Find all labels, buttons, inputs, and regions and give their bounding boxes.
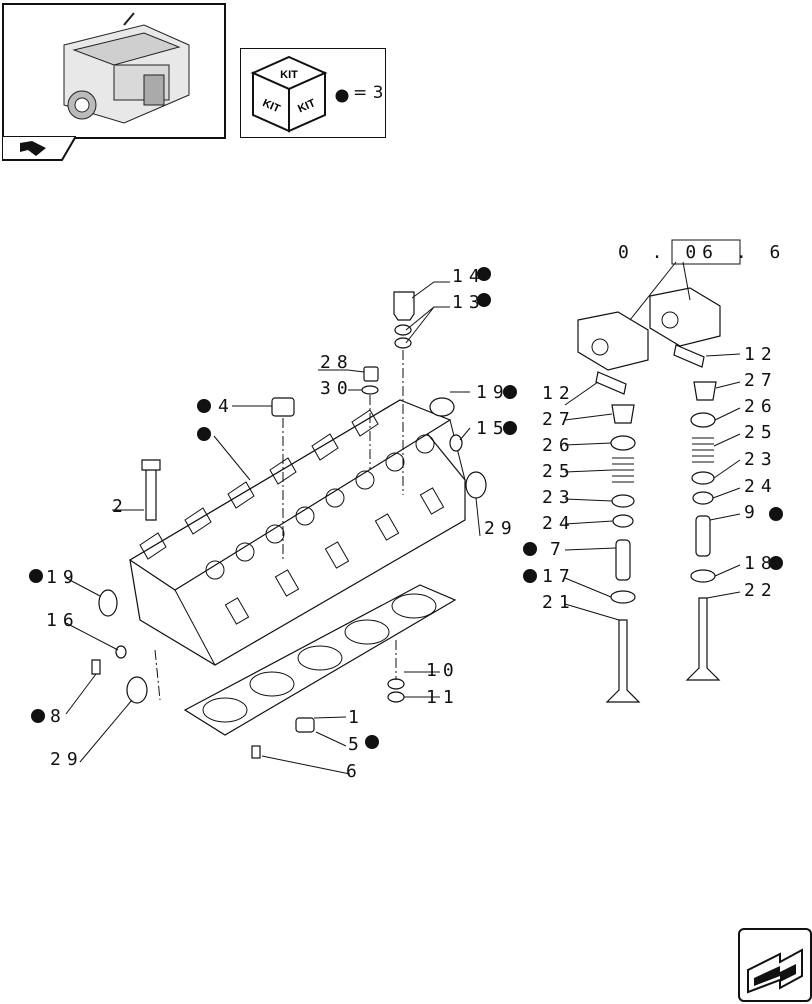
callout-25-right: 25 bbox=[744, 422, 778, 443]
callout-28: 28 bbox=[320, 352, 354, 373]
callout-11: 11 bbox=[426, 687, 460, 708]
callout-labels: 14 13 28 30 4 19 15 2 29 19 16 8 29 10 1… bbox=[46, 266, 778, 782]
callout-29-right: 29 bbox=[484, 518, 518, 539]
callout-8: 8 bbox=[50, 706, 67, 727]
bolt-2 bbox=[141, 459, 161, 521]
valve-train-right bbox=[649, 287, 721, 681]
bullet-icon bbox=[335, 89, 349, 103]
kit-top-label: KIT bbox=[280, 69, 298, 81]
next-page-button[interactable] bbox=[738, 928, 812, 1002]
callout-25-left: 25 bbox=[542, 461, 576, 482]
callout-12-right: 12 bbox=[744, 344, 778, 365]
callout-19-top: 19 bbox=[476, 382, 510, 403]
seal-15 bbox=[449, 434, 463, 452]
washer-30 bbox=[361, 385, 379, 395]
injector-sleeve-14 bbox=[393, 291, 415, 321]
callout-13: 13 bbox=[452, 292, 486, 313]
callout-5: 5 bbox=[348, 734, 365, 755]
callout-14: 14 bbox=[452, 266, 486, 287]
plug-29-right bbox=[465, 471, 487, 499]
ring-16 bbox=[115, 645, 127, 659]
book-ribbon-icon[interactable] bbox=[1, 135, 78, 162]
plug-10 bbox=[387, 678, 405, 690]
next-page-arrow-icon bbox=[747, 948, 803, 994]
callout-15: 15 bbox=[476, 418, 510, 439]
callout-1: 1 bbox=[348, 707, 365, 728]
callout-9: 9 bbox=[744, 502, 761, 523]
callout-7: 7 bbox=[550, 539, 567, 560]
callout-27-right: 27 bbox=[744, 370, 778, 391]
cylinder-head bbox=[128, 399, 466, 666]
callout-29-left: 29 bbox=[50, 749, 84, 770]
callout-10: 10 bbox=[426, 660, 460, 681]
callout-26-left: 26 bbox=[542, 435, 576, 456]
plug-29-left bbox=[126, 676, 148, 704]
reference-text: 0 . 06 . 6 bbox=[618, 242, 786, 263]
reference-label[interactable]: 0 . 06 . 6 bbox=[618, 239, 786, 265]
callout-22: 22 bbox=[744, 580, 778, 601]
callout-16: 16 bbox=[46, 610, 80, 631]
bush-5 bbox=[295, 717, 315, 733]
engine-thumbnail[interactable] bbox=[2, 3, 226, 139]
bush-4 bbox=[271, 397, 295, 417]
callout-17: 17 bbox=[542, 566, 576, 587]
kit-cube-icon: KIT KIT KIT bbox=[250, 55, 328, 133]
callout-27-left: 27 bbox=[542, 409, 576, 430]
callout-26-right: 26 bbox=[744, 396, 778, 417]
plug-28 bbox=[363, 366, 379, 382]
seal-19-top bbox=[429, 397, 455, 417]
callout-21: 21 bbox=[542, 592, 576, 613]
callout-30: 30 bbox=[320, 378, 354, 399]
callout-6: 6 bbox=[346, 761, 363, 782]
dowel-6 bbox=[251, 745, 261, 759]
screw-8 bbox=[91, 659, 101, 675]
callout-4: 4 bbox=[218, 396, 235, 417]
kit-bullets bbox=[29, 267, 783, 749]
callout-23-right: 23 bbox=[744, 449, 778, 470]
callout-18: 18 bbox=[744, 553, 778, 574]
seal-11 bbox=[387, 691, 405, 703]
valve-train-left bbox=[577, 311, 649, 703]
callout-24-left: 24 bbox=[542, 513, 576, 534]
kit-legend: KIT KIT KIT = 3 bbox=[240, 48, 386, 138]
callout-2: 2 bbox=[112, 496, 129, 517]
callout-24-right: 24 bbox=[744, 476, 778, 497]
seal-19-left bbox=[98, 589, 118, 617]
callout-19-left: 19 bbox=[46, 567, 80, 588]
callout-12-left: 12 bbox=[542, 383, 576, 404]
head-gasket bbox=[183, 584, 457, 736]
kit-equals-text: = 3 bbox=[353, 83, 384, 103]
washers-13 bbox=[394, 324, 412, 349]
engine-thumbnail-icon bbox=[63, 12, 190, 124]
callout-23-left: 23 bbox=[542, 487, 576, 508]
